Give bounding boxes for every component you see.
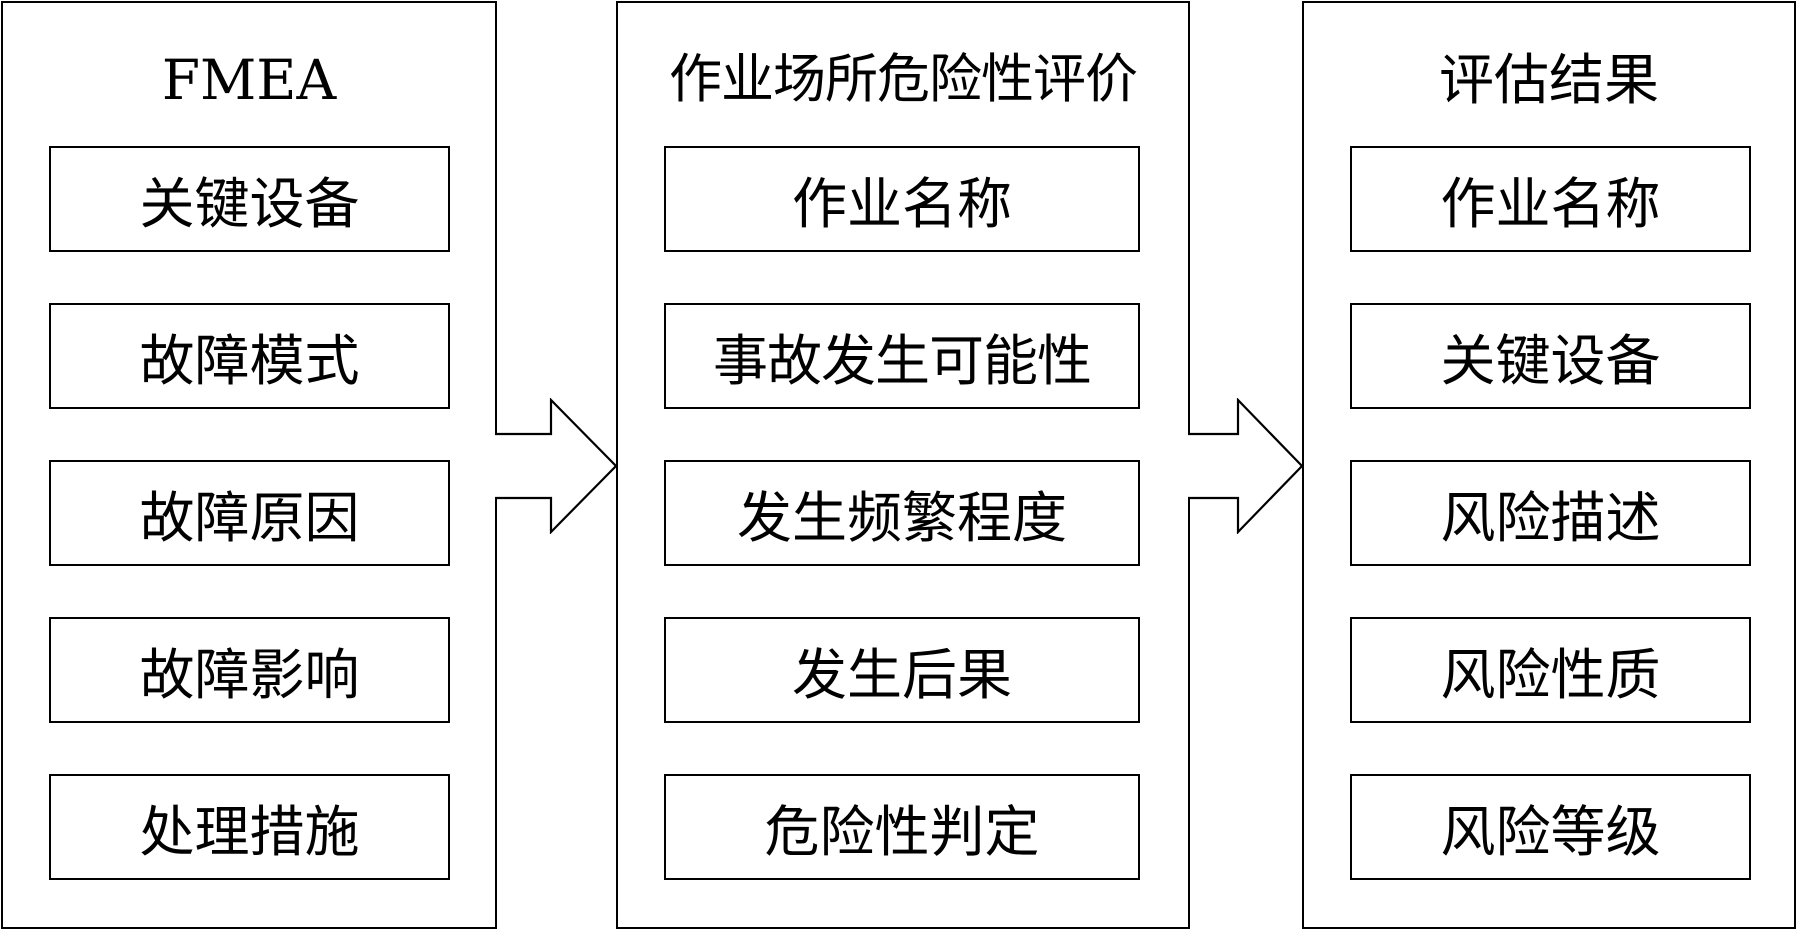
fmea-item-countermeasures: 处理措施 bbox=[49, 774, 450, 880]
item-label: 风险性质 bbox=[1440, 643, 1661, 707]
fmea-panel: FMEA 关键设备 故障模式 故障原因 故障影响 处理措施 bbox=[1, 1, 497, 929]
result-item-risk-description: 风险描述 bbox=[1350, 460, 1751, 566]
result-item-risk-nature: 风险性质 bbox=[1350, 617, 1751, 723]
item-label: 处理措施 bbox=[139, 800, 360, 864]
result-item-key-equipment: 关键设备 bbox=[1350, 303, 1751, 409]
item-label: 作业名称 bbox=[1440, 172, 1661, 236]
arrow-outline bbox=[495, 398, 618, 534]
item-label: 发生频繁程度 bbox=[736, 486, 1067, 550]
item-label: 关键设备 bbox=[1440, 329, 1661, 393]
eval-item-occurrence-frequency: 发生频繁程度 bbox=[664, 460, 1140, 566]
item-label: 风险等级 bbox=[1440, 800, 1661, 864]
arrow-outline bbox=[1188, 398, 1304, 534]
result-item-job-name: 作业名称 bbox=[1350, 146, 1751, 252]
right-arrow-icon bbox=[1188, 398, 1304, 534]
hazard-evaluation-panel: 作业场所危险性评价 作业名称 事故发生可能性 发生频繁程度 发生后果 危险性判定 bbox=[616, 1, 1190, 929]
item-label: 作业名称 bbox=[791, 172, 1012, 236]
item-label: 故障影响 bbox=[139, 643, 360, 707]
assessment-result-panel-title: 评估结果 bbox=[1438, 48, 1659, 112]
assessment-result-panel: 评估结果 作业名称 关键设备 风险描述 风险性质 风险等级 bbox=[1302, 1, 1796, 929]
fmea-item-failure-mode: 故障模式 bbox=[49, 303, 450, 409]
item-label: 发生后果 bbox=[791, 643, 1012, 707]
item-label: 故障模式 bbox=[139, 329, 360, 393]
item-label: 事故发生可能性 bbox=[712, 329, 1092, 393]
fmea-item-failure-effect: 故障影响 bbox=[49, 617, 450, 723]
item-label: 故障原因 bbox=[139, 486, 360, 550]
fmea-item-key-equipment: 关键设备 bbox=[49, 146, 450, 252]
fmea-item-failure-cause: 故障原因 bbox=[49, 460, 450, 566]
item-label: 危险性判定 bbox=[764, 800, 1040, 864]
fmea-panel-title: FMEA bbox=[161, 48, 337, 112]
hazard-evaluation-panel-title: 作业场所危险性评价 bbox=[669, 49, 1138, 110]
eval-item-accident-likelihood: 事故发生可能性 bbox=[664, 303, 1140, 409]
eval-item-consequences: 发生后果 bbox=[664, 617, 1140, 723]
item-label: 关键设备 bbox=[139, 172, 360, 236]
result-item-risk-level: 风险等级 bbox=[1350, 774, 1751, 880]
eval-item-hazard-determination: 危险性判定 bbox=[664, 774, 1140, 880]
right-arrow-icon bbox=[495, 398, 618, 534]
eval-item-job-name: 作业名称 bbox=[664, 146, 1140, 252]
item-label: 风险描述 bbox=[1440, 486, 1661, 550]
